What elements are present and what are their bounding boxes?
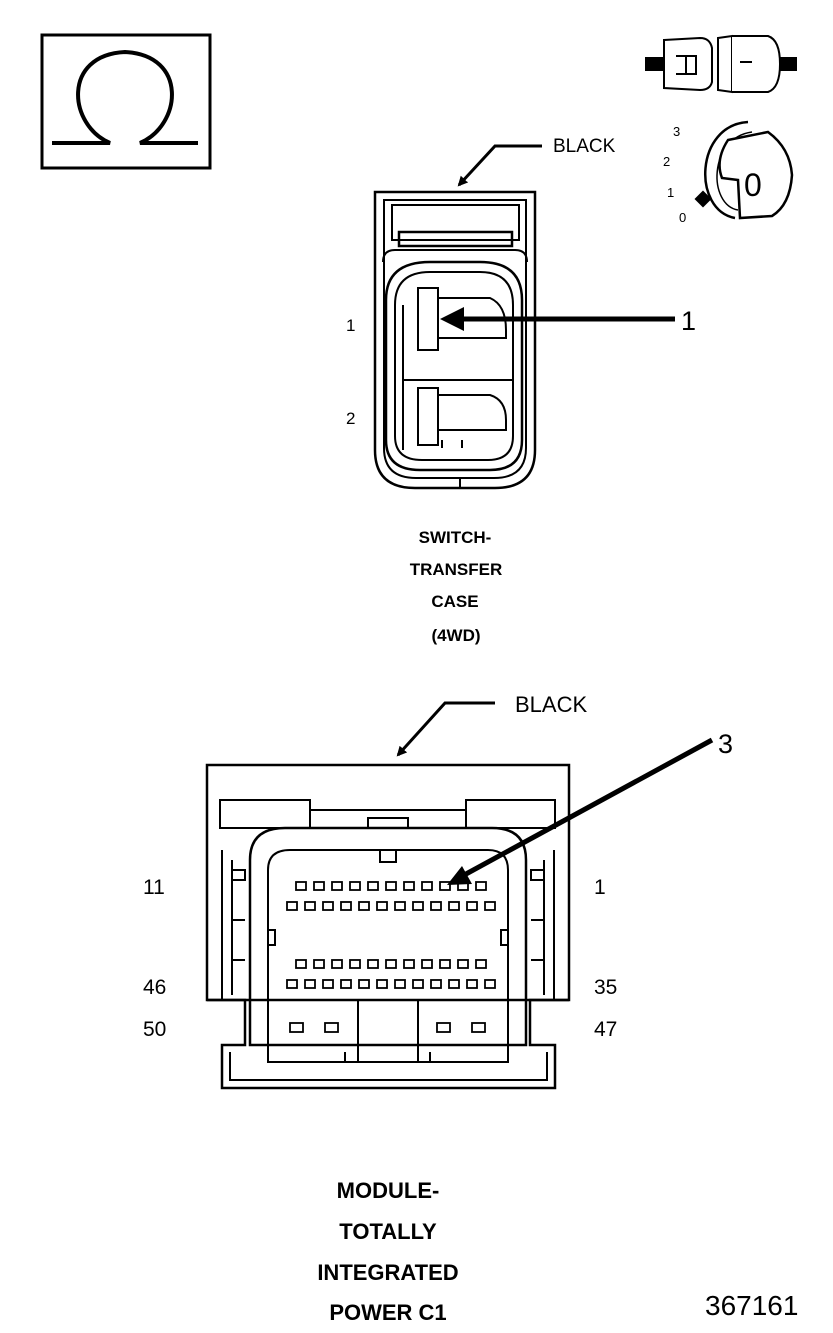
ignition-position-label: 1: [667, 185, 674, 200]
pin-label: 2: [346, 409, 355, 428]
wire-color-leader: [457, 144, 542, 187]
ignition-key-off-icon: [694, 120, 794, 220]
connector-title-line: TOTALLY: [339, 1219, 437, 1244]
wire-color-leader: [396, 701, 495, 757]
wire-color-label: BLACK: [553, 136, 616, 157]
transfer-case-switch-connector: [373, 190, 537, 490]
callout-arrow: [447, 737, 714, 885]
connector-title-line: (4WD): [431, 626, 480, 645]
pin-label: 35: [594, 976, 617, 999]
connector-title-line: POWER C1: [329, 1300, 446, 1325]
pin-label: 11: [143, 876, 165, 899]
connector-title-line: INTEGRATED: [317, 1260, 458, 1285]
connector-title-line: SWITCH-: [419, 528, 492, 547]
ignition-position-label: 0: [679, 210, 686, 225]
ohm-symbol-icon: [40, 33, 212, 170]
pin-label: 47: [594, 1018, 617, 1041]
connector-title-line: MODULE-: [337, 1178, 440, 1203]
ignition-position-label: 2: [663, 154, 670, 169]
pin-label: 50: [143, 1018, 166, 1041]
pin-cavities: [286, 881, 496, 1033]
ignition-key-label: 0: [744, 167, 762, 203]
pin-label: 1: [594, 876, 606, 899]
ignition-position-label: 3: [673, 124, 680, 139]
wire-color-label: BLACK: [515, 692, 587, 717]
pin-label: 1: [346, 316, 355, 335]
callout-label: 1: [681, 306, 696, 336]
callout-label: 3: [718, 729, 733, 759]
connector-title-line: CASE: [431, 592, 478, 611]
connector-title-line: TRANSFER: [410, 560, 503, 579]
figure-number: 367161: [705, 1290, 798, 1321]
callout-arrow: [440, 307, 675, 331]
tipm-c1-connector: [205, 763, 571, 1090]
connector-disconnected-icon: [645, 34, 797, 94]
pin-label: 46: [143, 976, 166, 999]
